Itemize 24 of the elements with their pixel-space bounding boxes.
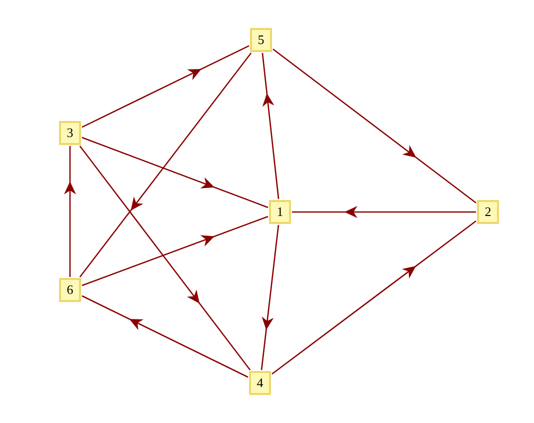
node-label: 3: [66, 125, 74, 141]
arrow: [64, 146, 76, 277]
node-box: [250, 28, 272, 52]
arrow: [79, 52, 252, 278]
node-box: [249, 371, 271, 395]
node-label: 6: [66, 282, 74, 298]
node-label: 1: [276, 204, 284, 220]
arrow: [79, 146, 251, 370]
arrow: [272, 220, 476, 375]
node-label: 4: [256, 375, 264, 391]
arrow: [260, 224, 280, 370]
arrow: [82, 295, 248, 378]
arrow: [292, 206, 476, 218]
arrow: [82, 45, 250, 128]
arrow: [82, 216, 268, 286]
node-label: 2: [484, 204, 492, 220]
arrow: [82, 136, 268, 208]
arrow: [272, 48, 476, 204]
node-box: [59, 278, 81, 302]
node-box: [269, 200, 291, 224]
node-label: 5: [258, 32, 264, 48]
node-box: [59, 121, 81, 145]
arrow: [262, 52, 280, 200]
node-box: [477, 200, 499, 224]
